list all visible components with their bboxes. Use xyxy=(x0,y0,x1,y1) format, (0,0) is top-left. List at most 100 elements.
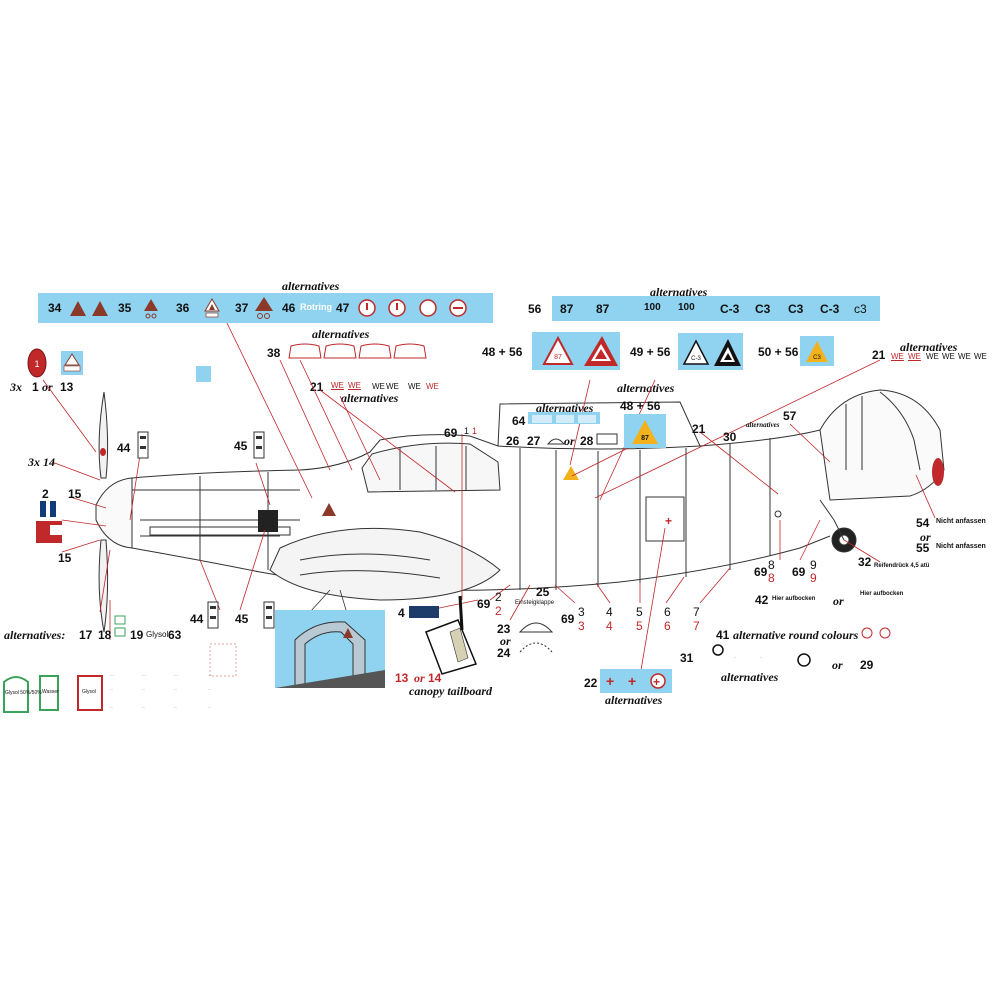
label-3x: 3x xyxy=(10,380,22,394)
center-alternatives: alternatives xyxy=(536,401,594,415)
marker-45-bottom xyxy=(263,601,275,629)
num-14-canopy: 14 xyxy=(428,671,442,685)
num-4-canopy: 4 xyxy=(398,606,405,620)
num-69-b: 69 xyxy=(754,565,768,579)
red-box xyxy=(77,675,103,711)
svg-text:...: ... xyxy=(174,686,177,691)
num-15: 15 xyxy=(68,487,82,501)
marker-45-top xyxy=(253,431,265,459)
marker-44-bottom xyxy=(207,601,219,629)
or-26: or xyxy=(564,434,575,448)
num-27: 27 xyxy=(527,434,541,448)
svg-text:87: 87 xyxy=(641,435,649,442)
num-47: 47 xyxy=(336,301,350,315)
num-13-canopy: 13 xyxy=(395,671,409,685)
num-6r: 6 xyxy=(664,619,671,633)
box-28 xyxy=(596,433,618,445)
num-56: 56 xyxy=(528,302,542,316)
num-35: 35 xyxy=(118,301,132,315)
code-2: 87 xyxy=(596,302,610,316)
num-55: 55 xyxy=(916,541,930,555)
num-32: 32 xyxy=(858,555,872,569)
num-9: 9 xyxy=(810,558,817,572)
round-markers-31: .. .. xyxy=(712,644,811,667)
code-6: C3 xyxy=(755,302,771,316)
num-15b: 15 xyxy=(58,551,72,565)
or-54: or xyxy=(920,530,931,544)
text-54: Nicht anfassen xyxy=(936,518,986,525)
text-42b: Hier aufbocken xyxy=(860,591,904,597)
num-28: 28 xyxy=(580,434,594,448)
svg-text:....: .... xyxy=(208,672,212,677)
label-50-56: 50 + 56 xyxy=(758,345,799,359)
code-8: C-3 xyxy=(820,302,840,316)
bottom-alternatives: alternatives: xyxy=(4,628,66,642)
triangle-icon-35 xyxy=(144,299,158,319)
num-54: 54 xyxy=(916,516,930,530)
canopy-tailboard-inset xyxy=(275,610,385,689)
num-36: 36 xyxy=(176,301,190,315)
tailboard-shape xyxy=(425,595,478,675)
svg-text:87: 87 xyxy=(554,354,562,361)
svg-text:...: ... xyxy=(142,686,145,691)
num-38: 38 xyxy=(267,346,281,360)
num-57: 57 xyxy=(783,409,797,423)
num-8: 8 xyxy=(768,558,775,572)
code-9: c3 xyxy=(854,302,867,316)
num-6: 6 xyxy=(664,605,671,619)
small-badge-13 xyxy=(61,351,83,375)
or-23: or xyxy=(500,634,511,648)
top-left-band: 34 35 36 37 46 Rotring 47 xyxy=(38,293,493,323)
svg-text:...: ... xyxy=(110,704,113,709)
triangle-icon-36 xyxy=(204,298,220,318)
svg-text:...: ... xyxy=(208,686,211,691)
black-triangles-c3: C-3 xyxy=(682,339,741,366)
green-glysol-mark xyxy=(114,615,126,637)
or-1: or xyxy=(42,380,53,394)
text-41: alternative round colours xyxy=(733,628,859,642)
tri-box-50: C3 xyxy=(800,336,834,366)
svg-text:+: + xyxy=(665,514,672,528)
svg-text:1: 1 xyxy=(34,359,39,369)
num-22: 22 xyxy=(584,676,598,690)
code-4: 100 xyxy=(678,302,695,313)
num-34: 34 xyxy=(48,301,62,315)
box1-text: Glysol 50%/50% xyxy=(5,690,42,696)
rwe-6: WE xyxy=(974,352,987,361)
svg-text:+: + xyxy=(628,673,636,689)
num-1-top-red: 1 xyxy=(472,426,478,436)
rwe-1: WE xyxy=(891,352,904,361)
yellow-triangle-c3: C3 xyxy=(806,341,828,362)
dark-tag-4 xyxy=(409,606,439,618)
num-2-bottom: 2 xyxy=(495,590,502,604)
num-21-right: 21 xyxy=(872,348,886,362)
canopy-tailboard-label: canopy tailboard xyxy=(409,684,492,698)
top-left-header: alternatives xyxy=(282,279,340,293)
right-we-alternatives: alternatives xyxy=(900,340,958,354)
we-6: WE xyxy=(426,382,439,391)
svg-text:...: ... xyxy=(142,704,145,709)
num-45b: 45 xyxy=(235,612,249,626)
triangle-icon-37 xyxy=(255,297,273,319)
num-3: 3 xyxy=(578,605,585,619)
label-48-56-b: 48 + 56 xyxy=(620,399,661,413)
code-7: C3 xyxy=(788,302,804,316)
red-oval-marking: 1 xyxy=(27,348,47,378)
text-25: Einsteigklappe xyxy=(515,600,555,606)
code-5: C-3 xyxy=(720,302,740,316)
blue-bars-2 xyxy=(40,501,56,517)
svg-text:..: .. xyxy=(760,654,762,659)
top-right-band: 87 87 100 100 C-3 C3 C3 C-3 c3 xyxy=(552,296,880,321)
num-9r: 9 xyxy=(810,571,817,585)
we-2: WE xyxy=(348,381,361,390)
num-19: 19 xyxy=(130,628,144,642)
num-7r: 7 xyxy=(693,619,700,633)
num-24: 24 xyxy=(497,646,511,660)
tri-box-49: C-3 xyxy=(678,333,743,370)
svg-text:+: + xyxy=(653,675,660,689)
oval-27 xyxy=(546,438,566,445)
num-64: 64 xyxy=(512,414,526,428)
num-7: 7 xyxy=(693,605,700,619)
num-3r: 3 xyxy=(578,619,585,633)
